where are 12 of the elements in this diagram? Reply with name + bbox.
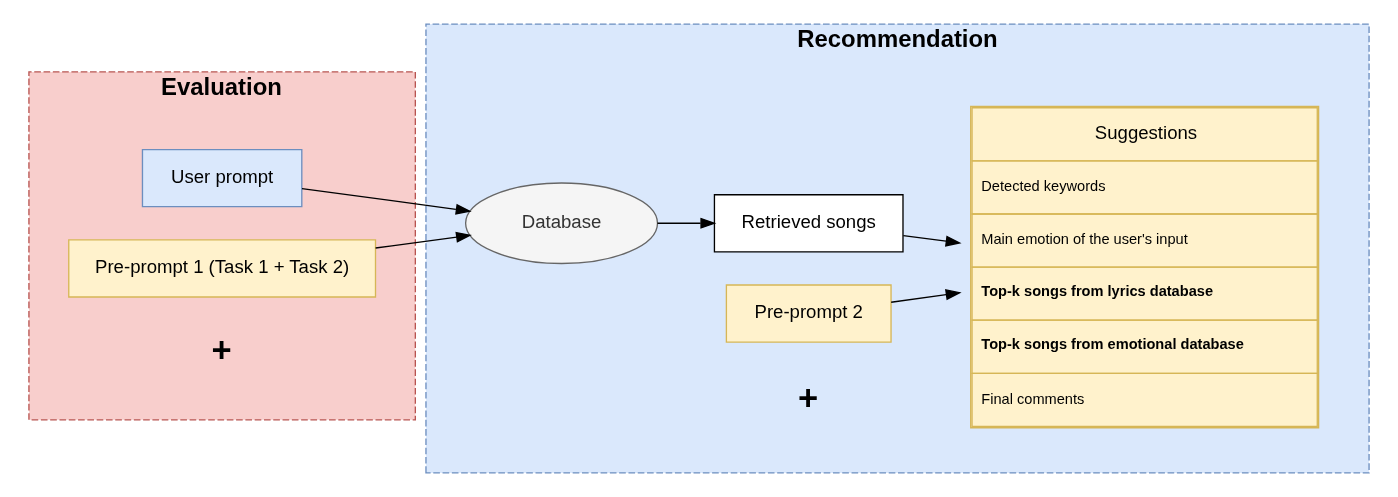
node-box: Pre-prompt 1 (Task 1 + Task 2) bbox=[68, 239, 377, 298]
node-box: Pre-prompt 2 bbox=[725, 284, 892, 343]
node-ellipse: Database bbox=[464, 182, 659, 265]
node-box: Retrieved songs bbox=[713, 194, 904, 253]
arrow bbox=[890, 289, 962, 303]
arrow bbox=[301, 188, 472, 215]
node-box: User prompt bbox=[141, 148, 303, 208]
arrow bbox=[374, 231, 472, 249]
arrow bbox=[902, 234, 962, 247]
label: + bbox=[211, 330, 232, 369]
arrow bbox=[656, 217, 717, 229]
label: + bbox=[798, 378, 819, 417]
